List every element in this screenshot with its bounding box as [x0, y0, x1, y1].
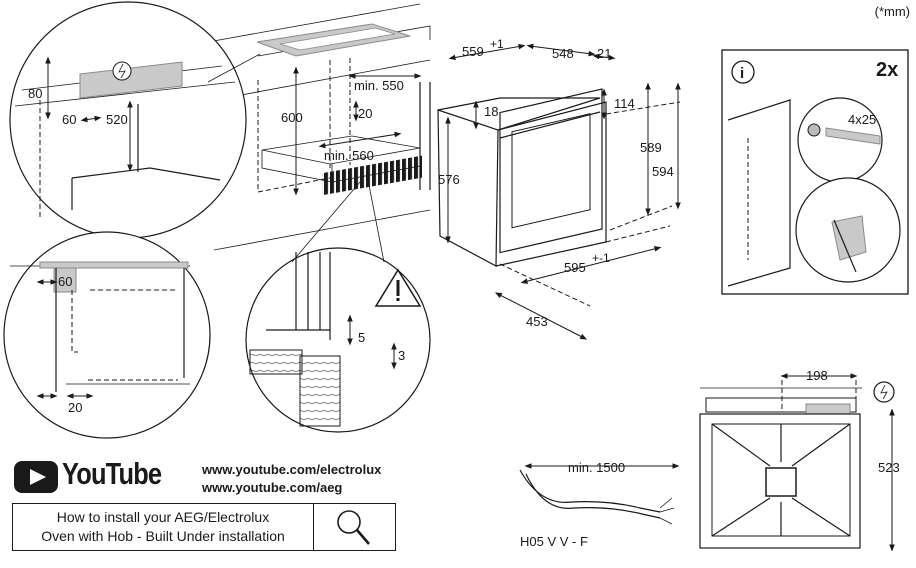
oven-top-gap: 114: [614, 96, 635, 111]
side-top: 60: [58, 274, 72, 289]
niche-depth-min: min. 550: [354, 78, 404, 93]
power-icon: [873, 381, 895, 403]
hob-offset: 60: [62, 112, 76, 127]
circle-gap-detail: 5 3: [245, 179, 431, 433]
caption-line-2: Oven with Hob - Built Under installation: [41, 528, 285, 544]
hob-depth-top: 523: [878, 460, 900, 475]
oven-door: 21: [597, 46, 611, 61]
oven-drawing: 576 18 559 +1 548 21 114 589 594 595 +-1…: [437, 37, 681, 340]
vent-grille: [322, 155, 422, 196]
cable-type: H05 V V - F: [520, 534, 588, 549]
youtube-logo-text[interactable]: YouTube: [62, 456, 162, 491]
niche-height: 600: [281, 110, 303, 125]
info-count: 2x: [876, 59, 898, 81]
hob-depth: 520: [106, 112, 128, 127]
search-button[interactable]: [313, 503, 396, 551]
circle-side-detail: 60 20: [3, 231, 211, 439]
circle-hob-detail: 80 60 520: [9, 1, 261, 239]
niche-width-min: min. 560: [324, 148, 374, 163]
oven-depth-bottom: 453: [526, 314, 548, 329]
oven-depth-tol: +1: [490, 37, 504, 51]
info-icon: [731, 60, 755, 84]
caption-line-1: How to install your AEG/Electrolux: [56, 509, 270, 525]
hob-width: 198: [806, 368, 828, 383]
svg-text:i: i: [740, 65, 744, 82]
screw-size: 4x25: [848, 112, 876, 127]
units-label: (*mm): [874, 4, 910, 19]
niche-vent: 20: [358, 106, 372, 121]
hob-clearance: 80: [28, 86, 42, 101]
niche-drawing: 600 min. 550 20 min. 560: [207, 3, 431, 251]
oven-width: 595: [564, 260, 586, 275]
gap-b: 3: [398, 348, 405, 363]
search-icon: [337, 510, 370, 545]
info-panel: i 2x 4x25: [721, 49, 909, 295]
side-bottom: 20: [68, 400, 82, 415]
oven-panel: 18: [484, 104, 498, 119]
oven-depth: 559: [462, 44, 484, 59]
oven-height-a: 589: [640, 140, 662, 155]
cable-length: min. 1500: [568, 460, 625, 475]
gap-a: 5: [358, 330, 365, 345]
youtube-link-aeg[interactable]: www.youtube.com/aeg: [202, 480, 343, 495]
youtube-icon[interactable]: [14, 461, 58, 493]
oven-width-tol: +-1: [592, 251, 610, 265]
oven-depth-total: 548: [552, 46, 574, 61]
oven-height-b: 594: [652, 164, 674, 179]
video-caption: How to install your AEG/Electrolux Oven …: [12, 503, 314, 551]
oven-height-inner: 576: [438, 172, 460, 187]
youtube-links: www.youtube.com/electrolux www.youtube.c…: [202, 461, 381, 497]
hob-top-view: 198 523: [699, 368, 900, 552]
youtube-link-electrolux[interactable]: www.youtube.com/electrolux: [202, 462, 382, 477]
cable-drawing: min. 1500 H05 V V - F: [519, 460, 680, 549]
